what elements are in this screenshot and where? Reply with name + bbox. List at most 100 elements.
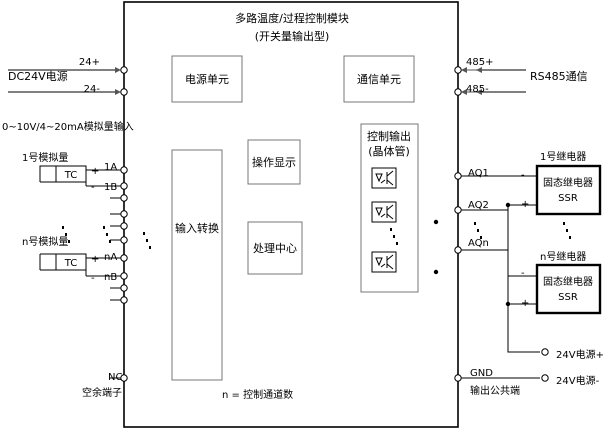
left-terminal [120, 254, 128, 262]
left-terminal [120, 296, 128, 304]
chn-minus-sign: - [91, 273, 95, 284]
left-terminal [120, 88, 128, 96]
module-title: 多路温度/过程控制模块 [235, 11, 349, 25]
processing-center-block [247, 221, 303, 275]
ellipsis-outputs [390, 228, 392, 231]
terminal-24minus-label: 24- [84, 84, 101, 95]
right-terminal [454, 172, 462, 180]
left-terminal [120, 166, 128, 174]
ellipsis-terminals [109, 240, 111, 243]
junction-dot [433, 219, 439, 225]
rs485-label: RS485通信 [530, 70, 588, 83]
nc-description-label: 空余端子 [82, 386, 122, 399]
left-terminal [120, 210, 128, 218]
tc-sensor-n-label: TC [64, 258, 78, 269]
terminal-24plus-label: 24+ [79, 57, 100, 68]
terminal-1b-label: 1B [104, 182, 117, 193]
optocoupler-emitter [386, 213, 394, 220]
left-terminal [120, 182, 128, 190]
arrow-485plus-ext [476, 67, 482, 73]
comm-unit-block [343, 55, 415, 103]
terminal-na-label: nA [104, 252, 117, 263]
analog-chn-name: n号模拟量 [22, 235, 68, 248]
terminal-aq1-label: AQ1 [468, 168, 489, 179]
ellipsis-terminals [106, 233, 108, 236]
ellipsis-output-terminals [477, 229, 479, 232]
left-terminal [120, 284, 128, 292]
optocoupler-collector [386, 254, 394, 261]
left-terminal [120, 236, 128, 244]
right-terminal [454, 88, 462, 96]
arrow-24minus [115, 89, 121, 95]
ellipsis-analog-channels [65, 233, 67, 236]
optocoupler-collector [386, 204, 394, 211]
optocoupler-collector [386, 170, 394, 177]
relay-n-plus: + [521, 298, 529, 309]
optocoupler-led [375, 257, 383, 267]
ellipsis-relays [566, 229, 568, 232]
optocoupler-emitter [386, 263, 394, 270]
relay-n-title: n号继电器 [540, 250, 586, 263]
wire-path [39, 165, 56, 174]
left-terminal [120, 66, 128, 74]
input-conversion-block [171, 149, 223, 381]
ellipsis-terminals [103, 226, 105, 229]
ellipsis-output-terminals [480, 236, 482, 239]
left-terminal [120, 222, 128, 230]
terminal-485plus-label: 485+ [466, 57, 493, 68]
optocoupler-group [371, 167, 397, 273]
left-terminal [120, 374, 128, 382]
relay-1-minus: - [521, 170, 525, 181]
optocoupler-emitter [386, 179, 394, 186]
junction-dot [505, 202, 511, 208]
comm-unit-label: 通信单元 [357, 73, 401, 86]
arrow-485minus [461, 89, 467, 95]
output-common-label: 输出公共端 [470, 384, 520, 397]
supply-minus-label: 24V电源- [556, 374, 600, 387]
processing-center-label: 处理中心 [253, 242, 297, 255]
relay-1-line2: SSR [558, 193, 578, 204]
relay-n-box [535, 263, 602, 315]
left-terminal [120, 272, 128, 280]
dc24v-label: DC24V电源 [8, 69, 68, 83]
ellipsis-analog-channels [68, 240, 70, 243]
wire-path [507, 340, 540, 353]
relay-1-box [535, 164, 602, 216]
right-terminal [454, 374, 462, 382]
ellipsis-internal [146, 239, 148, 242]
junction-dot [433, 269, 439, 275]
operation-display-block [247, 139, 301, 185]
terminal-gnd-label: GND [470, 368, 493, 379]
terminal-485minus-label: 485- [466, 84, 489, 95]
optocoupler-light [380, 213, 386, 218]
ellipsis-analog-channels [62, 226, 64, 229]
control-output-sublabel: (晶体管) [368, 144, 410, 158]
arrow-485minus-ext [476, 89, 482, 95]
terminal-layer [62, 66, 571, 382]
footnote-channel-count: n = 控制通道数 [222, 388, 293, 401]
ellipsis-output-terminals [474, 222, 476, 225]
supply-plus-label: 24V电源+ [556, 348, 604, 361]
supply-plus-terminal [541, 348, 549, 356]
relay-n-line1: 固态继电器 [543, 275, 593, 288]
ch1-minus-sign: - [91, 182, 95, 193]
terminal-1a-label: 1A [104, 162, 117, 173]
module-subtitle: (开关量输出型) [255, 29, 330, 43]
relay-1-plus: + [521, 199, 529, 210]
analog-input-header: 0~10V/4~20mA模拟量输入 [2, 120, 134, 133]
ellipsis-relays [569, 236, 571, 239]
relay-1-title: 1号继电器 [540, 150, 586, 163]
left-terminal [120, 194, 128, 202]
control-output-label: 控制输出 [367, 129, 411, 143]
arrow-485plus [461, 67, 467, 73]
input-conversion-label: 输入转换 [175, 221, 219, 235]
analog-ch1-name: 1号模拟量 [22, 151, 68, 164]
relay-1-line1: 固态继电器 [543, 176, 593, 189]
power-unit-block [171, 55, 243, 103]
ellipsis-outputs [393, 235, 395, 238]
arrow-24plus [115, 67, 121, 73]
ellipsis-internal [149, 246, 151, 249]
terminal-aqn-label: AQn [468, 238, 489, 249]
operation-display-label: 操作显示 [252, 155, 296, 169]
